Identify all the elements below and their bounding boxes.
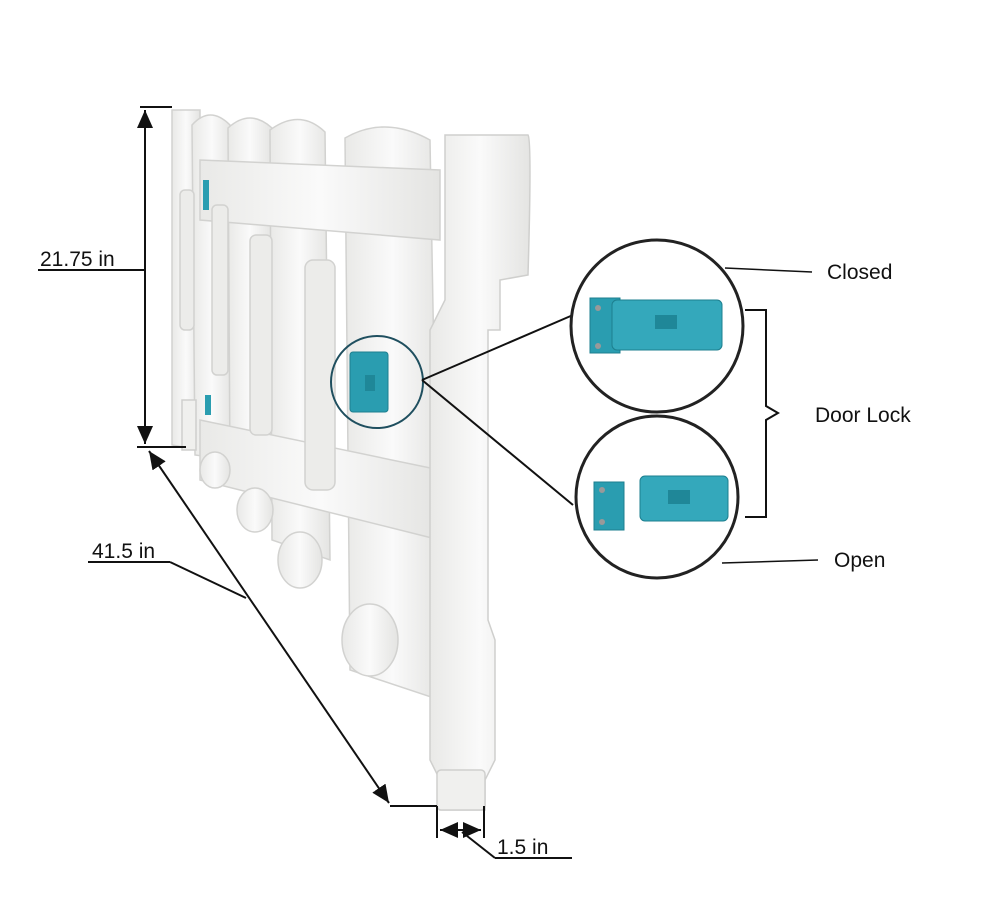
length-dimension <box>88 450 437 807</box>
fence-post <box>181 134 531 811</box>
open-lock-zoom <box>574 414 740 580</box>
door-lock-label: Door Lock <box>815 404 911 427</box>
post-width-dimension <box>436 806 572 859</box>
closed-lock-zoom <box>569 238 745 414</box>
post-width-label: 1.5 in <box>497 836 549 859</box>
fence-panel <box>171 109 441 702</box>
height-label: 21.75 in <box>40 248 115 271</box>
open-label: Open <box>834 549 886 572</box>
closed-label: Closed <box>827 261 893 284</box>
length-label: 41.5 in <box>92 540 156 563</box>
height-dimension <box>38 106 186 448</box>
